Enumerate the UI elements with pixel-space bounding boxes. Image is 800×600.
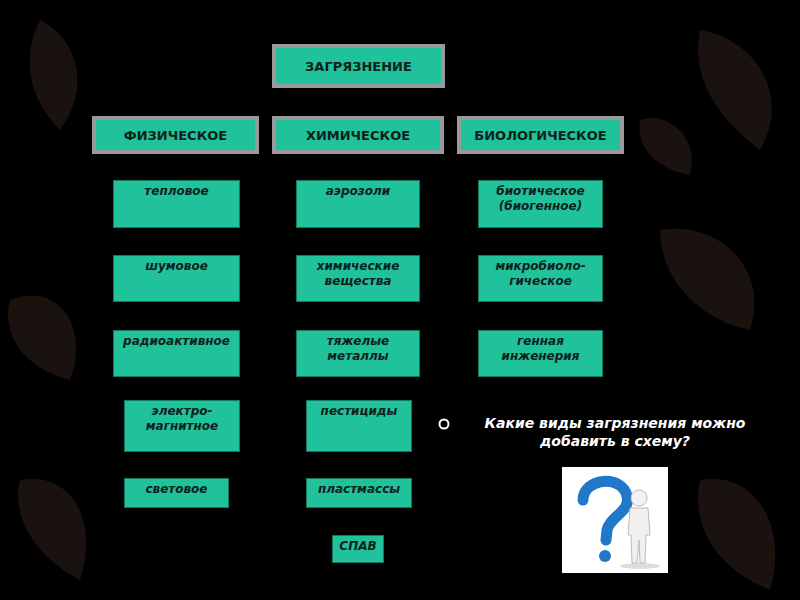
box-label: тепловое (144, 184, 208, 199)
figure-body (628, 508, 650, 563)
pollution-type-box: шумовое (113, 255, 240, 302)
box-label: шумовое (145, 259, 208, 274)
box-label: пестициды (321, 404, 398, 419)
leaf (698, 30, 772, 150)
pollution-type-box: тепловое (113, 180, 240, 228)
pollution-type-box: аэрозоли (296, 180, 420, 228)
box-label: ЗАГРЯЗНЕНИЕ (305, 59, 412, 74)
category-box: БИОЛОГИЧЕСКОЕ (457, 116, 624, 154)
shadow (620, 563, 660, 569)
pollution-type-box: пластмассы (306, 478, 412, 508)
box-label: электро- магнитное (129, 404, 235, 434)
pollution-type-box: микробиоло- гическое (478, 255, 603, 302)
question-note: Какие виды загрязнения можно добавить в … (455, 414, 775, 450)
box-label: СПАВ (339, 539, 376, 554)
category-box: ФИЗИЧЕСКОЕ (92, 116, 259, 154)
leaf (660, 229, 754, 330)
box-label: генная инженерия (483, 334, 598, 364)
box-label: ФИЗИЧЕСКОЕ (124, 128, 227, 143)
box-label: пластмассы (318, 482, 400, 497)
picture-frame (562, 467, 668, 573)
box-label: микробиоло- гическое (483, 259, 598, 289)
pollution-type-box: световое (124, 478, 229, 508)
box-label: ХИМИЧЕСКОЕ (306, 128, 410, 143)
pollution-type-box: пестициды (306, 400, 412, 452)
box-label: световое (145, 482, 207, 497)
leaf (698, 479, 775, 590)
leaf (8, 295, 76, 380)
leaf (18, 479, 86, 580)
box-label: БИОЛОГИЧЕСКОЕ (474, 128, 606, 143)
pollution-type-box: тяжелые металлы (296, 330, 420, 377)
leaf (30, 20, 78, 130)
question-mark (583, 481, 628, 540)
category-box: ХИМИЧЕСКОЕ (272, 116, 444, 154)
pollution-type-box: генная инженерия (478, 330, 603, 377)
bullet (440, 420, 449, 429)
box-label: химические вещества (301, 259, 415, 289)
box-label: радиоактивное (123, 334, 230, 349)
question-dot (599, 550, 611, 562)
box-label: биотическое (биогенное) (483, 184, 598, 214)
pollution-type-box: биотическое (биогенное) (478, 180, 603, 228)
box-label: тяжелые металлы (301, 334, 415, 364)
question-figure (562, 467, 668, 573)
box-label: аэрозоли (326, 184, 390, 199)
pollution-type-box: электро- магнитное (124, 400, 240, 452)
figure-head (631, 490, 647, 506)
root-box: ЗАГРЯЗНЕНИЕ (272, 44, 445, 88)
leaf (639, 118, 692, 175)
pollution-type-box: СПАВ (332, 535, 384, 563)
pollution-type-box: химические вещества (296, 255, 420, 302)
pollution-type-box: радиоактивное (113, 330, 240, 377)
